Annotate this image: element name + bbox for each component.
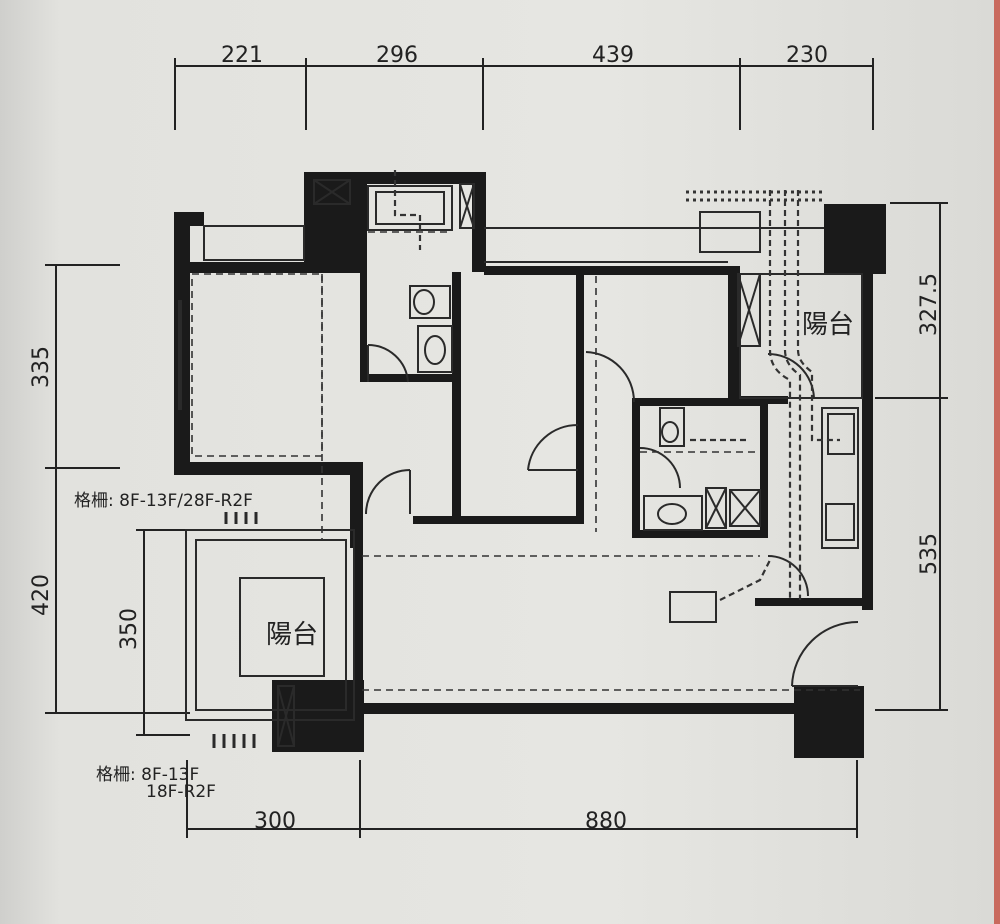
door-kitchen: [767, 555, 809, 597]
toilet-1: [409, 285, 451, 319]
pipe-route: [393, 170, 840, 601]
wall-bath2-left: [632, 398, 640, 538]
door-entrance: [791, 621, 859, 687]
dashed-lines: [191, 231, 860, 691]
door-balcony-east: [767, 352, 815, 399]
grille-note-upper: 格柵: 8F-13F/28F-R2F: [74, 491, 253, 511]
wall-kitchen-bottom: [755, 598, 865, 606]
toilet-2: [659, 407, 685, 447]
room-label-balcony-east: 陽台: [802, 310, 855, 340]
kitchen-sink: [825, 503, 855, 541]
door-bedroom2: [527, 423, 579, 471]
wall-bedroom-bottom: [174, 462, 362, 475]
paper-edge: [994, 0, 1000, 924]
grille-note-lower-2: 18F-R2F: [146, 782, 216, 802]
column-bottom-left: [272, 680, 364, 752]
wall-mid-top: [484, 266, 740, 275]
room-label-balcony-west: 陽台: [266, 620, 319, 650]
dim-top-1: 221: [221, 43, 263, 68]
ac-unit: [669, 591, 717, 623]
wall-mid-bottom: [413, 516, 581, 524]
dim-left-2: 420: [29, 574, 54, 616]
dim-bottom-1: 300: [254, 809, 296, 834]
dimension-texts: 221 296 439 230 300 880 335 420 350 327.…: [29, 43, 942, 834]
stove: [827, 413, 855, 455]
dim-top-4: 230: [786, 43, 828, 68]
bathtub: [367, 185, 453, 231]
wall-bath-right: [452, 272, 461, 522]
dim-left-3: 350: [117, 608, 142, 650]
thin-lines: [178, 179, 863, 748]
kitchen-counter: [821, 407, 859, 549]
wall-right-outer: [862, 270, 873, 610]
sink-1: [417, 325, 453, 373]
dim-bottom-2: 880: [585, 809, 627, 834]
column-bottom-right: [794, 686, 864, 758]
dim-left-1: 335: [29, 346, 54, 388]
wall-bedroom-top: [188, 262, 360, 273]
balcony-west-frame: [185, 529, 355, 721]
dim-right-1: 327.5: [917, 273, 942, 336]
dim-right-2: 535: [917, 533, 942, 575]
column-top-left: [304, 172, 362, 270]
top-hatching: [686, 190, 826, 202]
door-bath2: [639, 447, 681, 489]
dim-top-3: 439: [592, 43, 634, 68]
dim-top-2: 296: [376, 43, 418, 68]
dimension-lines: [45, 58, 948, 838]
shaft-1: [313, 179, 351, 205]
grille-note-lower-1: 格柵: 8F-13F: [96, 765, 200, 785]
wall-bottom: [360, 703, 800, 714]
column-top-right: [824, 204, 886, 274]
door-bedroom3: [585, 351, 636, 403]
door-bath1: [367, 343, 409, 383]
door-bedroom1: [365, 469, 411, 515]
sink-2: [643, 495, 703, 531]
